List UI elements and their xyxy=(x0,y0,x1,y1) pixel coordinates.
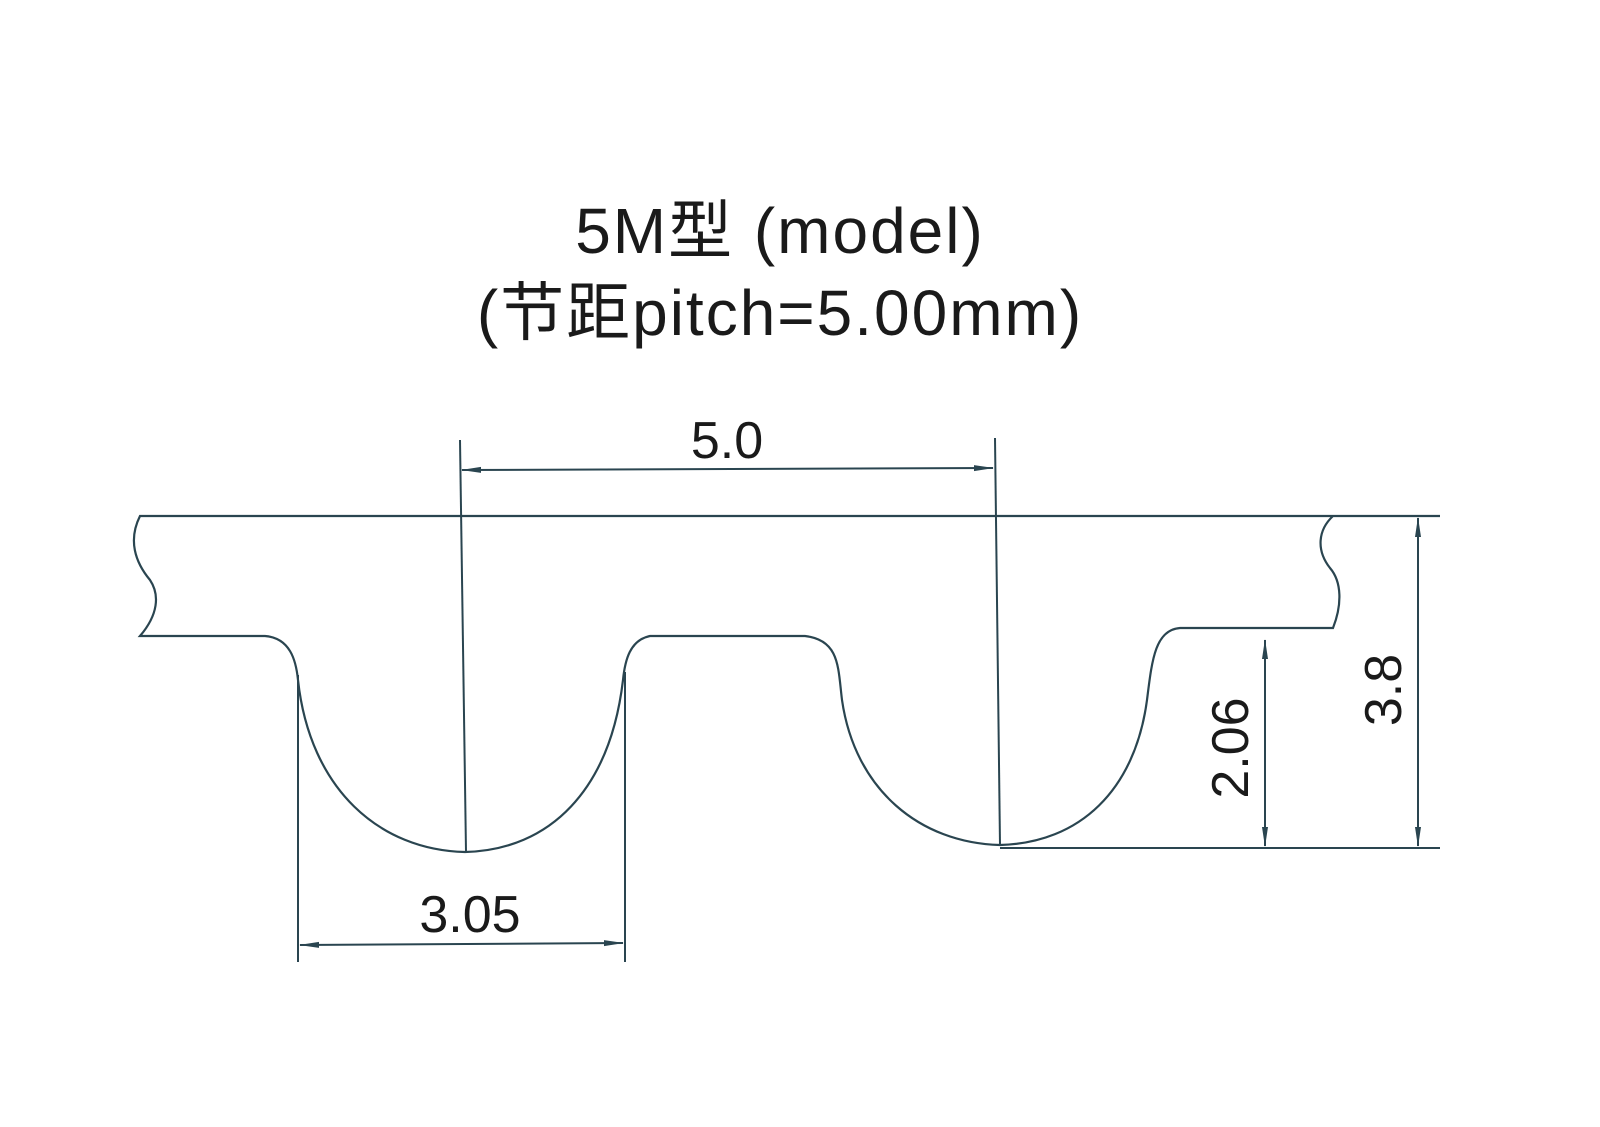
tooth-width-dimension-arrow xyxy=(299,940,624,948)
diagram-title: 5M型 (model) xyxy=(575,195,985,267)
pitch-dimension-arrow xyxy=(461,465,994,473)
tooth-width-dimension-label: 3.05 xyxy=(419,886,520,944)
pitch-dimension-label: 5.0 xyxy=(691,412,763,470)
belt-outline xyxy=(132,514,1440,854)
diagram-subtitle-pitch: (节距pitch=5.00mm) xyxy=(476,277,1084,349)
tooth-height-dimension-label: 2.06 xyxy=(1202,697,1260,798)
total-height-dimension-label: 3.8 xyxy=(1355,654,1413,726)
pitch-extension-line-right xyxy=(994,437,1001,846)
pitch-extension-line-left xyxy=(459,439,467,853)
